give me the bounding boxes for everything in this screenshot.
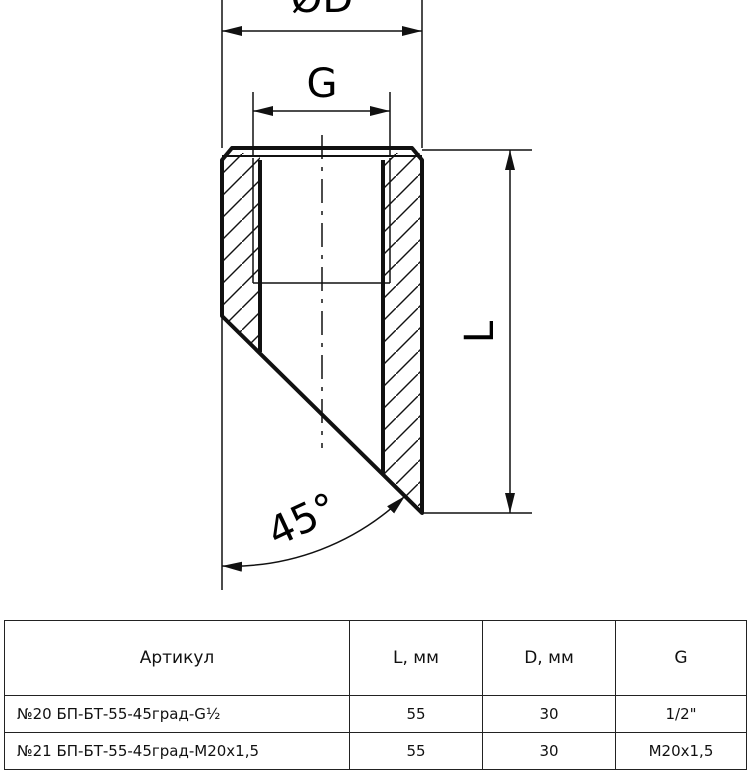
angle-extension-slant bbox=[379, 470, 423, 514]
cell-thread: 1/2" bbox=[615, 695, 747, 733]
technical-drawing: ØD G L 45° bbox=[220, 0, 532, 590]
right-wall-section bbox=[383, 153, 422, 513]
cell-thread: М20х1,5 bbox=[615, 732, 747, 770]
cell-article: №21 БП-БТ-55-45град-М20х1,5 bbox=[4, 732, 350, 770]
cell-diameter: 30 bbox=[482, 695, 616, 733]
cell-length: 55 bbox=[349, 695, 483, 733]
header-diameter: D, мм bbox=[482, 620, 616, 696]
angle-arc bbox=[221, 495, 406, 572]
cell-diameter: 30 bbox=[482, 732, 616, 770]
table-row: №21 БП-БТ-55-45град-М20х1,5 55 30 М20х1,… bbox=[4, 732, 747, 770]
l-label: L bbox=[457, 320, 503, 343]
cell-length: 55 bbox=[349, 732, 483, 770]
header-article: Артикул bbox=[4, 620, 350, 696]
cell-article: №20 БП-БТ-55-45град-G½ bbox=[4, 695, 350, 733]
table-row: №20 БП-БТ-55-45град-G½ 55 30 1/2" bbox=[4, 695, 747, 733]
header-length: L, мм bbox=[349, 620, 483, 696]
table-header-row: Артикул L, мм D, мм G bbox=[4, 620, 747, 696]
left-wall-section bbox=[222, 153, 260, 352]
spec-table: Артикул L, мм D, мм G №20 БП-БТ-55-45гра… bbox=[4, 620, 747, 770]
od-label: ØD bbox=[291, 0, 353, 22]
header-thread: G bbox=[615, 620, 747, 696]
g-label: G bbox=[307, 61, 338, 107]
